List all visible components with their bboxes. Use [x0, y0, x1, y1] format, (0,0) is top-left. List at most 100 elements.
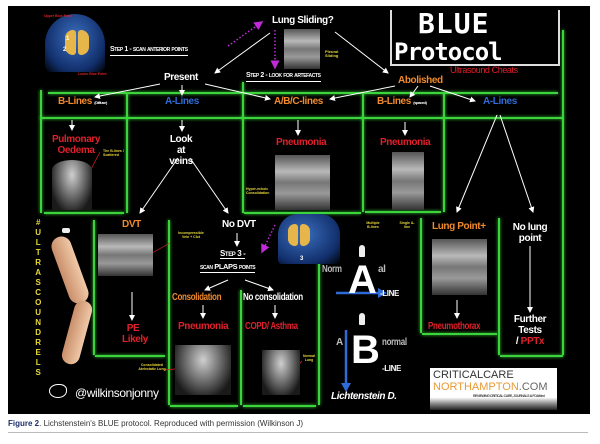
- pneumonia-abc-result: Pneumonia: [276, 137, 327, 148]
- lung-point-label: Lung Point+: [432, 221, 486, 232]
- a-line-letter: A: [348, 258, 377, 302]
- grid-line: [500, 355, 563, 357]
- no-lung-point-label: No lung point: [512, 222, 548, 244]
- normal-lung-ultrasound-image: [262, 350, 300, 395]
- grid-line: [40, 90, 42, 213]
- pneumonia-spaced-ultrasound-image: [392, 152, 424, 210]
- probe-1-label: 1: [66, 36, 69, 42]
- step2-label: Step 2 - look for artefacts: [246, 72, 321, 82]
- a-line-label: -LINE: [380, 289, 399, 298]
- grid-line: [443, 92, 445, 212]
- grid-line: [318, 218, 320, 405]
- grid-line: [243, 405, 316, 407]
- present-label: Present: [164, 72, 198, 83]
- dvt-ultrasound-image: [98, 234, 153, 276]
- grid-line: [168, 220, 170, 405]
- lungs-icon: [78, 30, 89, 55]
- grid-line: [48, 92, 558, 94]
- pleural-sliding-label: Pleural Sliding: [325, 49, 339, 59]
- consolidated-lung-label: Consolidated Atelectatic Lung: [138, 363, 166, 371]
- ultrasound-probe-icon: [359, 245, 365, 257]
- lungs-icon: [65, 30, 76, 55]
- torso-lungs-illustration: [278, 214, 340, 264]
- logo-line1: CRITICALCARE: [433, 369, 514, 381]
- look-at-veins-label: Look at veins: [169, 134, 193, 167]
- grid-line: [95, 355, 165, 357]
- logo-line2: NORTHAMPTON.COM: [433, 381, 548, 393]
- title-protocol: Protocol: [394, 38, 503, 66]
- step1-label: Step 1 - scan anterior points: [110, 46, 188, 56]
- abnormal-suffix: normal: [382, 337, 407, 348]
- title-subtitle: Ultrasound Cheats: [450, 65, 518, 75]
- grid-line: [422, 333, 497, 335]
- grid-line: [420, 218, 422, 333]
- twitter-bird-icon: [49, 384, 67, 398]
- no-consolidation-label: No consolidation: [243, 292, 303, 303]
- pneumonia-abc-ultrasound-image: [275, 155, 330, 210]
- pneumonia-spaced-result: Pneumonia: [380, 137, 431, 148]
- a-lines-abolished-label: A-Lines: [483, 96, 517, 107]
- abnormal-prefix: A: [336, 337, 343, 348]
- grid-line: [93, 220, 95, 355]
- single-a-line-label: Single A-line: [399, 221, 415, 229]
- copd-asthma-result: COPD/ Asthma: [245, 321, 298, 332]
- pneumonia-consolidation-result: Pneumonia: [178, 321, 229, 332]
- grid-line: [126, 92, 128, 213]
- hyperechoic-consolidation-label: Hyper-echoic Consolidation: [246, 187, 270, 195]
- ultrasound-probe-icon: [62, 228, 70, 233]
- dvt-label: DVT: [122, 219, 141, 230]
- abc-lines-label: A/B/C-lines: [274, 96, 323, 107]
- lung-sliding-question: Lung Sliding?: [272, 15, 334, 26]
- b-lines-scattered-label: The B-lines / Scattered: [103, 149, 124, 157]
- pneumothorax-result: Pneumothorax: [428, 321, 481, 332]
- incompressible-vein-label: Incompressible Vein + Clot: [178, 231, 204, 239]
- grid-line: [244, 212, 361, 214]
- lung-point-ultrasound-image: [432, 239, 487, 295]
- author-label: Lichtenstein D.: [331, 391, 397, 402]
- pulmonary-oedema-result: Pulmonary Oedema: [51, 134, 101, 156]
- grid-line: [365, 211, 441, 213]
- criticalcare-northampton-logo: CRITICALCARE NORTHAMPTON.COM REVIEWING C…: [430, 368, 557, 410]
- no-dvt-label: No DVT: [222, 219, 256, 230]
- figure-caption: Figure 2. Lichstenstein's BLUE protocol.…: [8, 419, 303, 428]
- logo-tagline: REVIEWING CRITICAL CARE, JOURNALS & FOAM…: [473, 394, 545, 398]
- grid-line: [170, 405, 238, 407]
- consolidation-label: Consolidation: [172, 292, 222, 303]
- grid-line: [40, 117, 563, 119]
- grid-line: [498, 218, 500, 355]
- probe-3-label: 3: [300, 256, 303, 262]
- lower-blue-point-label: Lower Blue Point: [78, 72, 107, 76]
- a-lines-present-label: A-Lines: [165, 96, 199, 107]
- title-blue: BLUE: [418, 7, 490, 40]
- upper-blue-point-label: Upper Blue Point: [44, 14, 73, 18]
- normal-prefix: Norm: [322, 264, 342, 275]
- consolidation-ultrasound-image: [175, 345, 231, 395]
- b-line-label: -LINE: [382, 364, 401, 373]
- grid-line: [562, 30, 564, 355]
- multiple-b-lines-label: Multiple B-lines: [366, 221, 380, 229]
- torso-lungs-illustration: [45, 14, 105, 72]
- b-lines-diffuse-label: B-Lines (Diffuse): [58, 96, 107, 107]
- step3-line2: scan PLAPS points: [200, 262, 256, 273]
- pleural-sliding-ultrasound-image: [284, 29, 320, 69]
- blue-protocol-infographic: [8, 6, 590, 414]
- caption-divider: [8, 432, 588, 433]
- hashtag-label: #ULTRASCOUNDRELS: [35, 218, 41, 377]
- ultrasound-probe-icon: [359, 313, 365, 325]
- normal-lung-label: Normal Lung: [302, 354, 316, 362]
- title-box: [390, 10, 560, 66]
- lungs-icon: [300, 224, 310, 246]
- grid-line: [362, 92, 364, 212]
- twitter-handle[interactable]: @wilkinsonjonny: [75, 386, 159, 400]
- b-lines-spaced-label: B-Lines (spaced): [377, 96, 427, 107]
- abolished-label: Abolished: [398, 75, 443, 86]
- grid-line: [240, 290, 242, 405]
- step3-line1: Step 3 -: [220, 249, 246, 259]
- lungs-icon: [288, 224, 298, 246]
- b-line-letter: B: [351, 328, 380, 372]
- pulmonary-oedema-ultrasound-image: [52, 160, 92, 210]
- probe-2-label: 2: [63, 47, 66, 53]
- normal-suffix: al: [378, 264, 386, 275]
